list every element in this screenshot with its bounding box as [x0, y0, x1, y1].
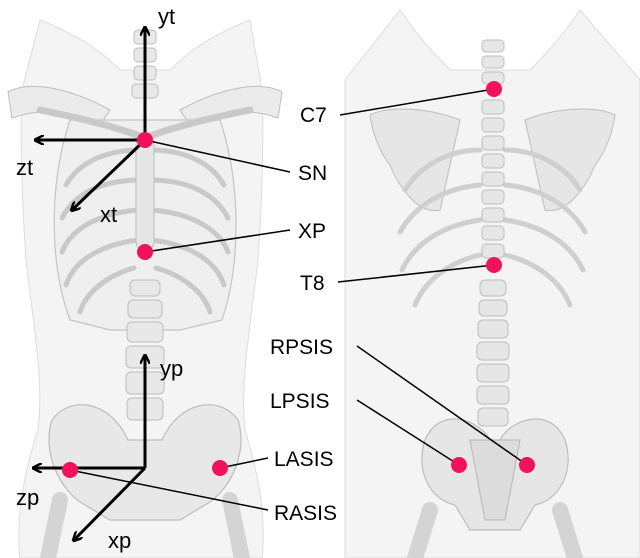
marker-sn [137, 132, 153, 148]
label-sn: SN [298, 162, 327, 185]
label-rasis: RASIS [274, 502, 337, 525]
pelvis-z-axis-label: zp [16, 485, 39, 510]
label-rpsis: RPSIS [270, 336, 333, 359]
front-sternum [136, 138, 154, 250]
marker-c7 [486, 81, 502, 97]
label-c7: C7 [300, 104, 327, 127]
marker-rasis [62, 462, 78, 478]
marker-t8 [486, 257, 502, 273]
pelvis-x-axis-label: xp [108, 528, 131, 553]
label-t8: T8 [300, 272, 325, 295]
thorax-x-axis-label: xt [100, 202, 117, 227]
marker-xp [137, 244, 153, 260]
label-lpsis: LPSIS [270, 390, 330, 413]
marker-lasis [212, 460, 228, 476]
label-lasis: LASIS [274, 448, 334, 471]
label-xp: XP [298, 220, 326, 243]
thorax-z-axis-label: zt [16, 155, 33, 180]
marker-rpsis [519, 457, 535, 473]
marker-lpsis [451, 457, 467, 473]
pelvis-y-axis-label: yp [160, 356, 183, 381]
thorax-y-axis-label: yt [158, 4, 175, 29]
